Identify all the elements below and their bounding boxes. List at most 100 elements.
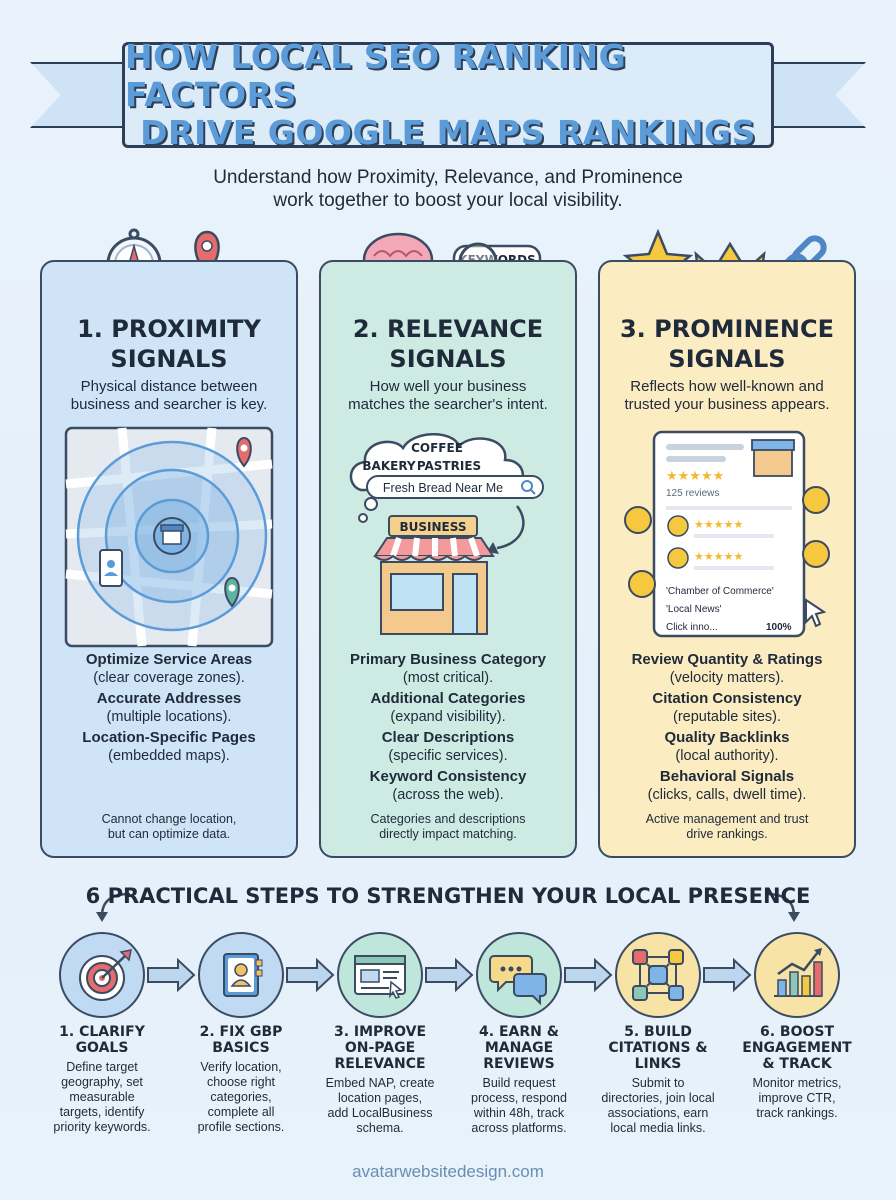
step-4-title: 4. EARN & MANAGE REVIEWS bbox=[449, 1024, 589, 1072]
step-desc-line: targets, identify bbox=[59, 1105, 145, 1119]
card-footnote: Cannot change location, but can optimize… bbox=[52, 812, 286, 842]
reviews-count: 125 reviews bbox=[666, 488, 719, 499]
step-title-line: & TRACK bbox=[762, 1056, 832, 1072]
step-5-title: 5. BUILD CITATIONS & LINKS bbox=[588, 1024, 728, 1072]
step-title-line: MANAGE bbox=[484, 1040, 554, 1056]
factor-note: (multiple locations). bbox=[106, 709, 232, 725]
cloud-word-bakery: BAKERY bbox=[362, 459, 416, 473]
step-6-description: Monitor metrics, improve CTR, track rank… bbox=[727, 1076, 867, 1121]
factor-item: Quality Backlinks (local authority). bbox=[606, 728, 848, 765]
step-desc-line: add LocalBusiness bbox=[327, 1106, 433, 1120]
factor-item: Behavioral Signals (clicks, calls, dwell… bbox=[606, 767, 848, 804]
growth-chart-icon bbox=[774, 948, 823, 997]
factor-note: (clear coverage zones). bbox=[93, 670, 245, 686]
factor-list: Primary Business Category (most critical… bbox=[327, 650, 569, 806]
step-desc-line: process, respond bbox=[471, 1091, 567, 1105]
step-title-line: 1. CLARIFY bbox=[59, 1024, 145, 1040]
factor-item: Citation Consistency (reputable sites). bbox=[606, 689, 848, 726]
step-title-line: 2. FIX GBP bbox=[199, 1024, 283, 1040]
steps-heading: 6 PRACTICAL STEPS TO STRENGTHEN YOUR LOC… bbox=[85, 884, 811, 908]
search-bar: Fresh Bread Near Me bbox=[366, 475, 544, 499]
target-icon bbox=[79, 949, 132, 1001]
card-desc-line1: Reflects how well-known and bbox=[630, 378, 824, 395]
step-desc-line: profile sections. bbox=[197, 1120, 285, 1134]
card-title-line1: 3. PROMINENCE bbox=[619, 315, 835, 343]
card-desc-line1: How well your business bbox=[369, 378, 527, 395]
step-6-circle bbox=[754, 932, 840, 1018]
step-title-line: 4. EARN & bbox=[479, 1024, 559, 1040]
store-icon bbox=[153, 517, 191, 555]
step-desc-line: across platforms. bbox=[471, 1121, 567, 1135]
heading-arrows bbox=[96, 892, 800, 922]
factor-heading: Review Quantity & Ratings bbox=[631, 651, 823, 668]
card-desc-line1: Physical distance between bbox=[80, 378, 258, 395]
factor-heading: Citation Consistency bbox=[652, 690, 802, 707]
step-connectors bbox=[147, 957, 752, 993]
step-desc-line: Build request bbox=[482, 1076, 556, 1090]
step-6-title: 6. BOOST ENGAGEMENT & TRACK bbox=[727, 1024, 867, 1072]
factor-list: Review Quantity & Ratings (velocity matt… bbox=[606, 650, 848, 806]
step-desc-line: local media links. bbox=[610, 1121, 706, 1135]
step-title-line: CITATIONS & bbox=[608, 1040, 708, 1056]
step-desc-line: improve CTR, bbox=[758, 1091, 836, 1105]
factor-note: (embedded maps). bbox=[108, 748, 230, 764]
step-2-circle bbox=[198, 932, 284, 1018]
step-4-description: Build request process, respond within 48… bbox=[449, 1076, 589, 1136]
factor-heading: Primary Business Category bbox=[350, 651, 546, 668]
step-2-description: Verify location, choose right categories… bbox=[171, 1060, 311, 1135]
step-desc-line: priority keywords. bbox=[53, 1120, 151, 1134]
factor-note: (expand visibility). bbox=[390, 709, 506, 725]
footnote-line1: Categories and descriptions bbox=[370, 812, 526, 826]
factor-note: (clicks, calls, dwell time). bbox=[647, 787, 807, 803]
step-title-line: 3. IMPROVE bbox=[333, 1024, 427, 1040]
factor-note: (specific services). bbox=[388, 748, 508, 764]
step-desc-line: choose right bbox=[206, 1075, 276, 1089]
step-desc-line: Embed NAP, create bbox=[325, 1076, 435, 1090]
webpage-icon bbox=[354, 955, 406, 999]
card-desc-line2: business and searcher is key. bbox=[70, 396, 268, 413]
step-title-line: BASICS bbox=[212, 1040, 270, 1056]
card-title-line2: SIGNALS bbox=[389, 345, 507, 373]
arrow-icon bbox=[286, 957, 335, 993]
cursor-icon bbox=[805, 598, 827, 628]
step-desc-line: Monitor metrics, bbox=[752, 1076, 842, 1090]
footnote-line1: Active management and trust bbox=[645, 812, 809, 826]
step-desc-line: measurable bbox=[69, 1090, 135, 1104]
step-2-title: 2. FIX GBP BASICS bbox=[171, 1024, 311, 1056]
page-title-line1: HOW LOCAL SEO RANKING FACTORS bbox=[125, 37, 627, 114]
title-banner: HOW LOCAL SEO RANKING FACTORS DRIVE GOOG… bbox=[122, 38, 774, 152]
step-desc-line: Define target bbox=[66, 1060, 138, 1074]
step-title-line: LINKS bbox=[634, 1056, 682, 1072]
search-icon bbox=[521, 480, 533, 492]
profile-book-icon bbox=[223, 953, 263, 997]
factor-note: (across the web). bbox=[392, 787, 504, 803]
arrow-icon bbox=[564, 957, 613, 993]
step-desc-line: complete all bbox=[207, 1105, 275, 1119]
svg-text:★★★★★: ★★★★★ bbox=[694, 550, 743, 563]
star-rating-icon: ★★★★★ bbox=[666, 469, 724, 484]
card-title-line2: SIGNALS bbox=[110, 345, 228, 373]
factor-list: Optimize Service Areas (clear coverage z… bbox=[48, 650, 290, 767]
card-footnote: Categories and descriptions directly imp… bbox=[331, 812, 565, 842]
arrow-icon bbox=[425, 957, 474, 993]
factor-heading: Quality Backlinks bbox=[664, 729, 790, 746]
card-title-line1: 2. RELEVANCE bbox=[352, 315, 544, 343]
cloud-word-pastries: PASTRIES bbox=[417, 459, 481, 473]
review-row: ★★★★★ bbox=[667, 515, 774, 538]
factor-heading: Behavioral Signals bbox=[659, 768, 795, 785]
subtitle-line1: Understand how Proximity, Relevance, and… bbox=[213, 167, 683, 188]
footer-website-link[interactable]: avatarwebsitedesign.com bbox=[352, 1162, 544, 1181]
factor-note: (reputable sites). bbox=[673, 709, 781, 725]
arrow-icon bbox=[147, 957, 196, 993]
step-title-line: ON-PAGE bbox=[344, 1040, 416, 1056]
prominence-card: 3. PROMINENCE SIGNALS Reflects how well-… bbox=[598, 260, 856, 858]
citation-list: 'Chamber of Commerce' 'Local News' Click… bbox=[666, 586, 792, 633]
factor-item: Clear Descriptions (specific services). bbox=[327, 728, 569, 765]
factor-heading: Accurate Addresses bbox=[96, 690, 242, 707]
step-desc-line: schema. bbox=[356, 1121, 404, 1135]
chat-bubbles-icon bbox=[489, 955, 547, 1006]
search-query-text: Fresh Bread Near Me bbox=[383, 481, 503, 495]
factor-item: Optimize Service Areas (clear coverage z… bbox=[48, 650, 290, 687]
footnote-line2: directly impact matching. bbox=[379, 827, 517, 841]
step-4-circle bbox=[476, 932, 562, 1018]
